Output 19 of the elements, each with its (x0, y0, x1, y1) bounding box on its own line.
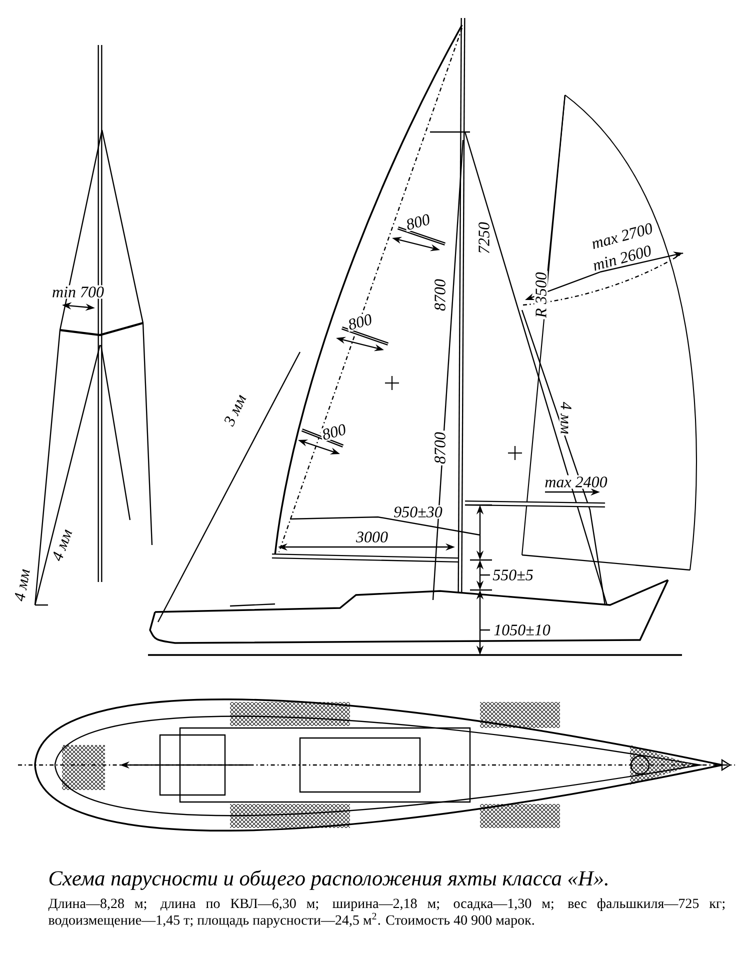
dimension-label: min 700 (50, 285, 106, 299)
dimension-label: 8700 (433, 278, 447, 312)
dimension-label: 800 (345, 312, 375, 332)
title: Схема парусности и общего расположения яхты класса «Н». (49, 870, 608, 890)
dimension-label: 950±30 (392, 505, 444, 519)
dimension-label: max 2400 (543, 475, 609, 489)
dimension-label: 800 (319, 422, 349, 442)
dimension-label: 8700 (433, 430, 447, 466)
dimension-label: 1050±10 (492, 623, 552, 637)
dimension-label: 7250 (477, 220, 491, 256)
dimension-label: 4 мм (559, 400, 573, 436)
dimension-label: 4 мм (12, 566, 32, 604)
dimension-label: R 3500 (534, 270, 548, 320)
caption: Длина—8,28 м; длина по КВЛ—6,30 м; ширина—2,18 м; осадка—1,30 м; вес фальшкиля—725 кг; водоизмещение—1,45 т; площадь парусности—24,5 м$^{2}$. Стоимость 40 900 марок. (48, 898, 725, 928)
dimension-label: 550±5 (491, 568, 535, 582)
dimension-label: 800 (403, 212, 433, 232)
dimension-label: 3000 (354, 530, 390, 544)
dimension-label: 4 мм (50, 526, 74, 564)
dimension-label: 3 мм (222, 391, 248, 429)
